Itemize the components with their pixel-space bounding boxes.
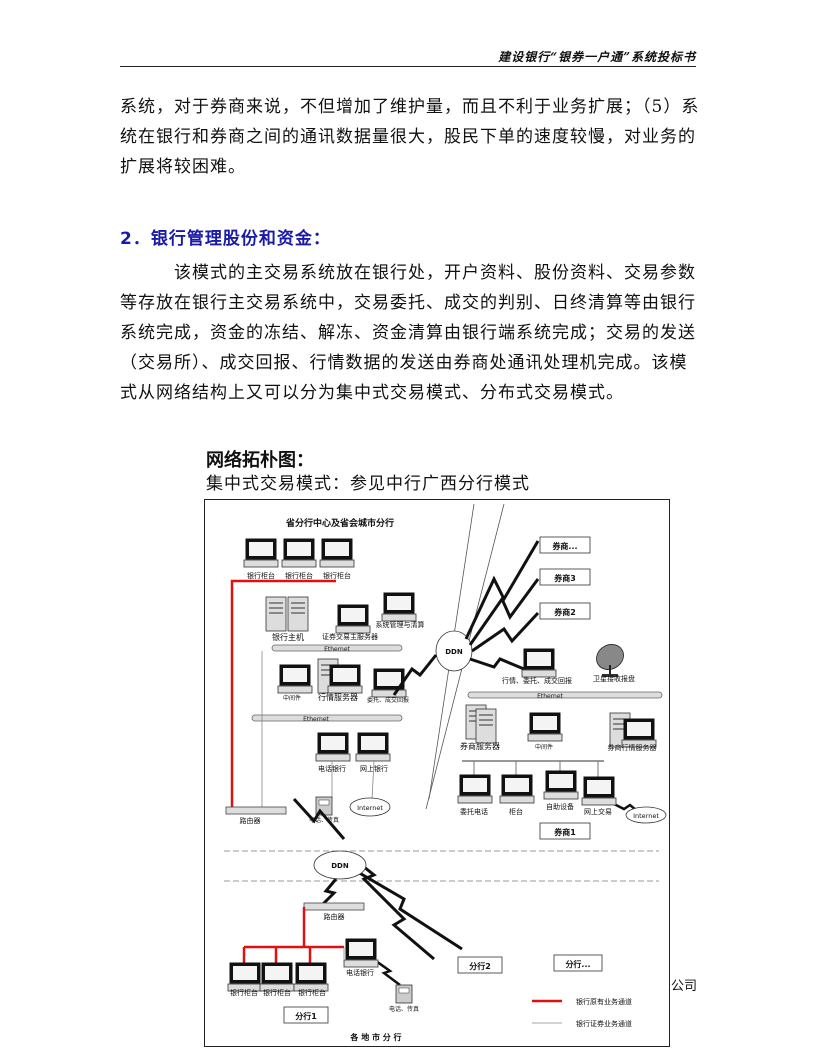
side-text: 公司 [671, 979, 698, 994]
broker3-box [539, 568, 591, 586]
router-label-1: 路由器 [240, 816, 261, 825]
teller-label-2: 银行柜台 [285, 571, 313, 580]
satellite-label: 卫星接收报盘 [593, 674, 635, 683]
internet-cloud-2 [625, 806, 667, 824]
region-label: 各 地 市 分 行 [349, 1032, 401, 1042]
broker-quote-label: 行情、委托、成交回报 [502, 676, 572, 685]
commission-label: 委托、成交回报 [367, 696, 409, 704]
online-bank-pc [355, 732, 391, 762]
paragraph-1: 系统，对于券商来说，不但增加了维护量，而且不利于业务扩展；（5）系统在银行和券商… [120, 97, 700, 177]
phone-bank-pc [315, 732, 351, 762]
bank-host-server [265, 596, 287, 632]
clearing-label: 系统管理与清算 [376, 620, 425, 629]
branch-teller-pc-2 [259, 962, 295, 992]
original-business-line [230, 579, 336, 809]
branch1-box [283, 1006, 329, 1024]
broker-quote-server-label: 券商行情服务器 [608, 743, 657, 752]
branch-phone-fax-label: 电话、传真 [389, 1005, 419, 1013]
clearing-pc [381, 592, 417, 622]
counter-label: 柜台 [509, 807, 523, 816]
section-heading: 2．银行管理股份和资金： [120, 229, 331, 249]
topology-title: 网络拓朴图： [206, 450, 314, 471]
branch-teller-label-1: 银行柜台 [230, 988, 258, 997]
broker-quote-server-pc [621, 718, 657, 748]
bank-host-server-2 [287, 596, 309, 632]
branch-phone-bank-pc [343, 938, 379, 968]
ddn-label-2: DDN [331, 862, 349, 870]
branch-phone-bank-label: 电话银行 [346, 968, 374, 977]
ethernet-label-3: Ethernet [537, 693, 563, 700]
ethernet-label-1: Ethernet [324, 646, 350, 653]
online-trade-pc [581, 776, 617, 806]
legend-red-label: 银行原有业务通道 [576, 997, 632, 1006]
commission-phone-pc [457, 774, 493, 804]
phone-fax-label: 电话、传真 [309, 816, 339, 824]
branch-dots-label: 分行... [565, 959, 590, 969]
province-title: 省分行中心及省会城市分行 [285, 517, 394, 529]
securities-server-label: 证券交易主服务器 [322, 632, 378, 641]
branch1-label: 分行1 [295, 1011, 317, 1021]
topology-subtitle: 集中式交易模式：参见中行广西分行模式 [206, 474, 530, 494]
internet-label-2: Internet [633, 812, 659, 820]
network-topology-diagram: 省分行中心及省会城市分行 银行柜台 银行柜台 银行柜台 银行主机 证券交易主服务… [204, 499, 670, 1047]
header-rule [120, 66, 696, 67]
teller-pc-2 [281, 538, 317, 568]
ethernet-label-2: Ethernet [303, 716, 329, 723]
self-service-label: 自助设备 [546, 802, 574, 811]
ddn-cloud-2 [313, 850, 367, 880]
satellite-dish-icon [596, 644, 624, 677]
internet-cloud-1 [349, 797, 391, 817]
front-end-label: 中间件 [283, 694, 301, 702]
broker3-label: 券商3 [553, 573, 576, 583]
branch-teller-pc-1 [227, 962, 263, 992]
branch-phone-fax-icon [395, 984, 413, 1004]
securities-server-pc [335, 604, 371, 634]
branch-teller-pc-3 [293, 962, 329, 992]
teller-label-3: 银行柜台 [323, 571, 351, 580]
broker2-box [539, 602, 591, 620]
bank-host-label: 银行主机 [272, 632, 304, 642]
router-label-2: 路由器 [324, 912, 345, 921]
counter-pc [499, 774, 535, 804]
teller-pc-1 [243, 538, 279, 568]
broker-dots-label: 券商... [551, 541, 577, 551]
branch2-label: 分行2 [469, 961, 491, 971]
broker-server-2 [475, 708, 497, 744]
branch-teller-label-2: 银行柜台 [263, 988, 291, 997]
legend-gray-label: 银行证券业务通道 [576, 1019, 632, 1028]
broker-front-label: 中间件 [535, 743, 553, 751]
commission-phone-label: 委托电话 [460, 807, 488, 816]
router-device-1 [225, 806, 287, 815]
front-end-pc [277, 664, 313, 694]
broker-quote-pc [521, 648, 557, 678]
teller-pc-3 [319, 538, 355, 568]
broker1-label: 券商1 [553, 827, 576, 837]
internet-label-1: Internet [357, 804, 383, 812]
paragraph-2: 该模式的主交易系统放在银行处，开户资料、股份资料、交易参数等存放在银行主交易系统… [120, 263, 696, 403]
ddn-label-1: DDN [445, 648, 463, 656]
broker1-box [539, 822, 591, 840]
broker2-label: 券商2 [553, 607, 576, 617]
broker-server-label: 券商服务器 [460, 741, 500, 751]
ethernet-bar-3 [467, 691, 663, 699]
online-trade-label: 网上交易 [584, 807, 612, 816]
branch-teller-label-3: 银行柜台 [298, 988, 326, 997]
router-device-2 [303, 902, 365, 911]
page-header: 建设银行“银券一户通”系统投标书 [498, 50, 696, 64]
quote-server-pc [327, 664, 363, 694]
broker-front-pc [527, 712, 563, 742]
broker-dots-box [539, 536, 591, 554]
teller-label-1: 银行柜台 [247, 571, 275, 580]
branch2-box [457, 956, 503, 974]
branch-dots-box [553, 954, 603, 972]
ethernet-bar-1 [271, 644, 403, 652]
ethernet-bar-2 [251, 714, 403, 722]
self-service-pc [543, 770, 579, 800]
quote-server-label: 行情服务器 [318, 692, 358, 702]
